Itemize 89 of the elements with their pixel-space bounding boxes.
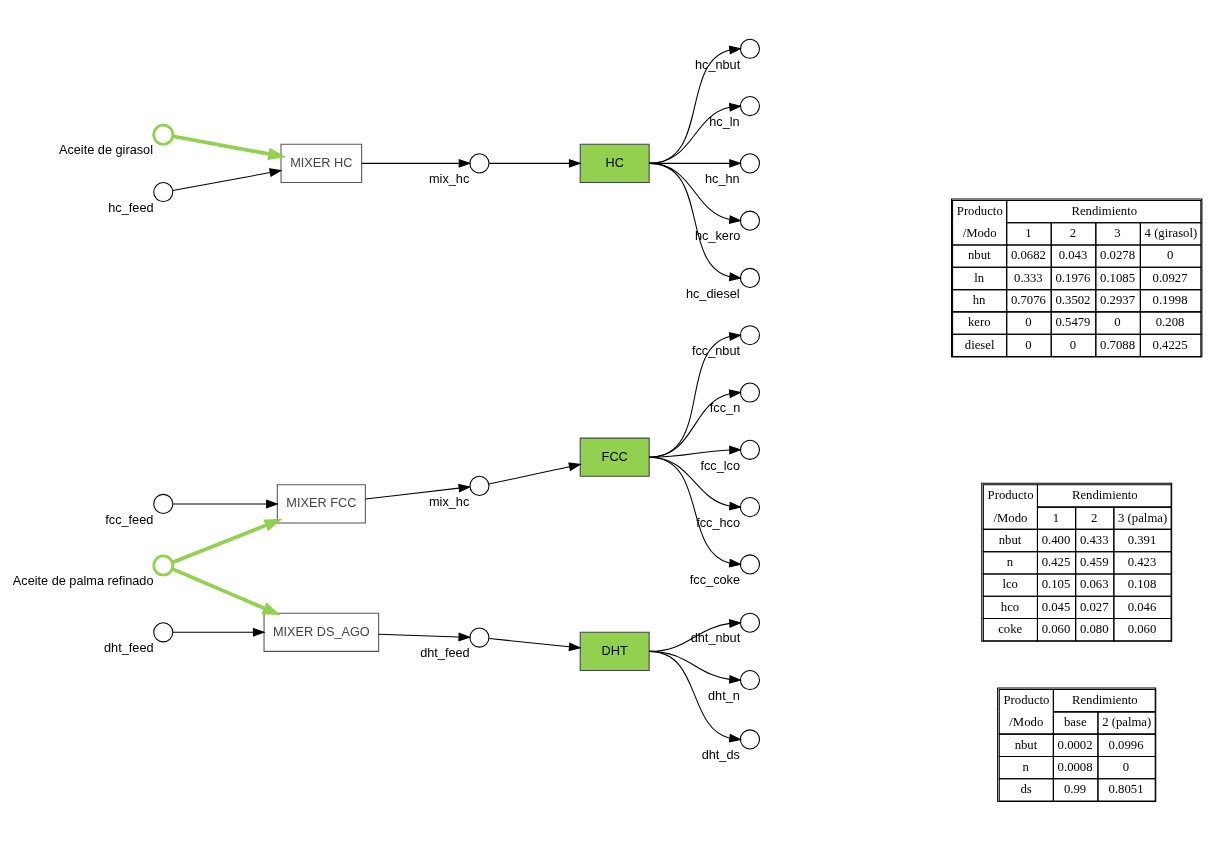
label: Rendimiento	[1071, 487, 1138, 502]
node-label: fcc_n	[709, 399, 741, 415]
node-label: dht_ds	[701, 746, 740, 762]
node-label: hc_feed	[108, 199, 154, 215]
label: 0.0008	[1057, 759, 1093, 774]
label: 0.400	[1041, 532, 1071, 547]
label: 0.043	[1058, 247, 1088, 262]
label: n	[1006, 554, 1014, 569]
label: 0.4225	[1152, 337, 1188, 352]
label: 1	[1052, 510, 1060, 525]
label: 0	[1166, 247, 1174, 262]
label: 0.027	[1079, 599, 1109, 614]
label: 3 (palma)	[1118, 510, 1168, 525]
label: 0.208	[1155, 314, 1185, 329]
label: base	[1063, 714, 1087, 729]
label: 0.108	[1127, 576, 1157, 591]
label: 0.433	[1079, 532, 1109, 547]
label: 0.423	[1127, 554, 1157, 569]
label: 0.3502	[1055, 292, 1091, 307]
label: 0.5479	[1055, 314, 1091, 329]
label: 0.459	[1079, 554, 1109, 569]
label: 0.0927	[1152, 270, 1188, 285]
label: lco	[1002, 576, 1018, 591]
label: nbut	[1014, 737, 1038, 752]
label: nbut	[998, 532, 1022, 547]
label: hn	[972, 292, 986, 307]
label: /Modo	[962, 225, 997, 240]
label: 0.7088	[1100, 337, 1136, 352]
label: 0.0278	[1100, 247, 1136, 262]
label: 0.333	[1014, 270, 1043, 285]
label: 0.060	[1041, 621, 1071, 636]
node-label: dht_feed	[104, 639, 154, 655]
label: 0.8051	[1108, 781, 1144, 796]
label: 0.1085	[1100, 270, 1136, 285]
label: 0.391	[1127, 532, 1157, 547]
label: 0	[1114, 314, 1121, 329]
node-label: fcc_feed	[105, 511, 154, 527]
label: Producto	[987, 487, 1034, 502]
label: 0.045	[1041, 599, 1071, 614]
label: 0.1998	[1152, 292, 1188, 307]
node-label: Aceite de palma refinado	[12, 572, 154, 588]
label: Producto	[956, 203, 1003, 218]
label: 4 (girasol)	[1144, 225, 1198, 240]
label: 0.7076	[1010, 292, 1046, 307]
label: 0.060	[1127, 621, 1157, 636]
label: 2	[1069, 225, 1077, 240]
label: /Modo	[1009, 714, 1044, 729]
node-label: mix_hc	[429, 170, 470, 186]
node-label: hc_hn	[705, 170, 740, 186]
label: n	[1022, 759, 1029, 774]
label: 0	[1025, 337, 1032, 352]
node-label: dht_feed	[420, 644, 470, 660]
label: 0.063	[1079, 576, 1109, 591]
node-label: hc_diesel	[685, 285, 740, 301]
label: nbut	[967, 247, 991, 262]
label: 0.0002	[1057, 737, 1093, 752]
label: ds	[1020, 781, 1032, 796]
label: 0.105	[1041, 576, 1071, 591]
node-label: fcc_coke	[689, 571, 741, 587]
label: 0.2937	[1100, 292, 1136, 307]
label: Rendimiento	[1071, 692, 1138, 707]
label: 2 (palma)	[1102, 714, 1152, 729]
label: diesel	[964, 337, 995, 352]
node-label: dht_n	[708, 687, 740, 703]
label: 0.0996	[1108, 737, 1144, 752]
label: 0.0682	[1010, 247, 1046, 262]
label: 0	[1069, 337, 1077, 352]
label: 1	[1025, 225, 1032, 240]
label: hco	[1000, 599, 1020, 614]
node-label: mix_hc	[429, 493, 470, 509]
label: 0.080	[1079, 621, 1109, 636]
node-label: Aceite de girasol	[58, 141, 153, 157]
label: /Modo	[993, 510, 1028, 525]
label: 0	[1122, 759, 1130, 774]
label: 0.046	[1127, 599, 1157, 614]
label: 3	[1114, 225, 1121, 240]
label: Rendimiento	[1071, 203, 1138, 218]
label: 2	[1091, 510, 1098, 525]
node-label: fcc_lco	[700, 457, 741, 473]
label: 0	[1025, 314, 1032, 329]
label: Producto	[1003, 692, 1050, 707]
label: kero	[967, 314, 991, 329]
label: 0.425	[1041, 554, 1071, 569]
node-label: hc_ln	[709, 113, 740, 129]
node-label: dht_nbut	[690, 629, 741, 645]
label: 0.99	[1063, 781, 1087, 796]
label: coke	[998, 621, 1023, 636]
label: 0.1976	[1055, 270, 1091, 285]
label: ln	[974, 270, 985, 285]
